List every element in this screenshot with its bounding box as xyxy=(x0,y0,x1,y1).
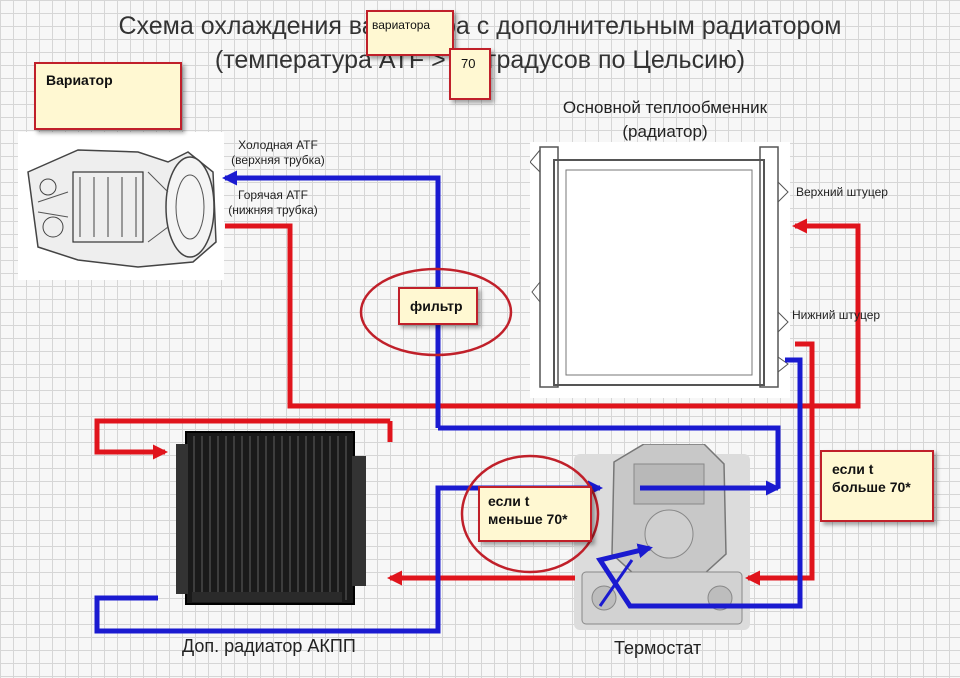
hot-atf-to-main-radiator-line xyxy=(225,218,861,409)
main-radiator-image xyxy=(530,142,790,398)
cold-atf-label-line1: Холодная АТF xyxy=(238,138,318,152)
diagram-title-line1: Схема охлаждения вариатора с дополнитель… xyxy=(118,12,842,40)
less-70-note: если t меньше 70* xyxy=(478,486,592,542)
cold-line-main-radiator-lower xyxy=(595,357,803,609)
less-70-line2: меньше 70* xyxy=(488,511,568,527)
hot-line-from-lower-fitting xyxy=(745,341,815,586)
temperature-overlay: 70 xyxy=(449,48,491,100)
upper-fitting-label: Верхний штуцер xyxy=(796,185,888,199)
main-exchanger-line2: (радиатор) xyxy=(622,122,708,141)
cold-atf-return-line xyxy=(222,170,441,428)
hot-atf-label: Горячая АТF (нижняя трубка) xyxy=(223,188,323,218)
variator-box: Вариатор xyxy=(34,62,182,130)
less-70-circle xyxy=(460,454,600,574)
cold-line-from-thermostat xyxy=(438,425,781,488)
more-70-line1: если t xyxy=(832,461,874,477)
cold-atf-label-line2: (верхняя трубка) xyxy=(231,153,325,167)
more-70-note: если t больше 70* xyxy=(820,450,934,522)
cold-line-aux-radiator-bottom xyxy=(94,480,603,634)
lower-fitting-label: Нижний штуцер xyxy=(792,308,881,322)
filter-circle xyxy=(359,267,513,357)
filter-label: фильтр xyxy=(398,287,478,325)
hot-atf-label-line1: Горячая АТF xyxy=(238,188,308,202)
cold-atf-label: Холодная АТF (верхняя трубка) xyxy=(223,138,333,168)
variator-title-overlay: вариатора xyxy=(366,10,454,56)
thermostat-label: Термостат xyxy=(614,638,702,658)
cold-line-bypass-cross xyxy=(598,559,634,607)
hot-line-to-aux-radiator-top xyxy=(94,418,390,460)
less-70-line1: если t xyxy=(488,493,530,509)
hot-atf-label-line2: (нижняя трубка) xyxy=(228,203,318,217)
main-exchanger-label: Основной теплообменник (радиатор) xyxy=(540,96,790,144)
aux-radiator-label: Доп. радиатор АКПП xyxy=(182,636,356,656)
main-exchanger-line1: Основной теплообменник xyxy=(562,98,768,117)
aux-radiator-image xyxy=(176,431,366,605)
variator-image xyxy=(18,132,224,280)
more-70-line2: больше 70* xyxy=(832,479,911,495)
